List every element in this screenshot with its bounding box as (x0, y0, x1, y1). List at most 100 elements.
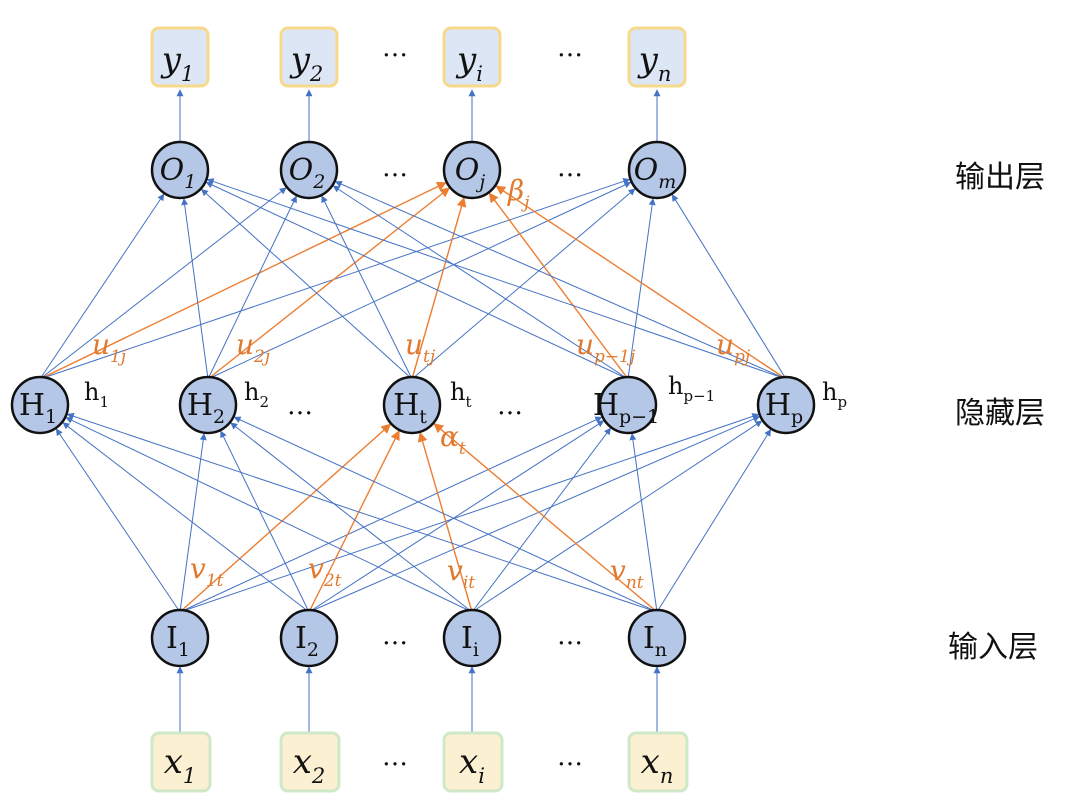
hidden-value-label: hp−1 (668, 372, 715, 405)
ellipsis-text: … (287, 391, 313, 421)
edge-h3-o1 (332, 185, 629, 380)
connection-edges (39, 178, 787, 613)
edge-i1-h4 (308, 415, 761, 613)
hidden-node-circle (178, 375, 238, 435)
edge-i0-h1 (179, 433, 207, 613)
hidden-node-label-sub: p−1 (619, 406, 659, 428)
hidden-value-label-sub: 2 (259, 393, 269, 411)
weight-u-label-sub: pj (734, 347, 751, 367)
alpha-label-sub: t (459, 439, 466, 459)
output-node-circle (627, 140, 687, 200)
output-y-label-sub: i (476, 62, 483, 86)
edge-i2-h4 (471, 420, 763, 613)
hidden-node-circle (756, 375, 816, 435)
weight-u-label-base: u (405, 328, 423, 361)
input-layer-label: 输入层 (948, 630, 1038, 665)
output-y-label: y1 (160, 40, 195, 86)
hidden-value-label-sub: p (837, 393, 847, 411)
input-x-label: x1 (164, 742, 197, 788)
hidden-node-label-base: H (765, 388, 791, 423)
weight-u-label: upj (716, 328, 751, 367)
edge-h2-o2 (411, 196, 467, 380)
hidden-node-label: Hp−1 (593, 388, 659, 428)
weight-v-label-sub: 2t (323, 571, 342, 591)
input-x-label: xi (459, 742, 485, 788)
weight-u-label: up−1j (576, 328, 636, 367)
hidden-value-label: h2 (244, 378, 269, 411)
edge-i2-h0 (65, 417, 473, 613)
edge-h1-o2 (207, 187, 451, 380)
weight-v-label-sub: it (463, 573, 475, 593)
output-layer-label: 输出层 (955, 160, 1045, 195)
hidden-node-label-base: H (187, 388, 213, 423)
edge-h4-o0 (206, 178, 787, 380)
output-node-label-sub: 2 (312, 171, 325, 193)
input-node-label: In (643, 621, 667, 661)
hidden-node-label: H2 (187, 388, 225, 428)
beta-label: βj (507, 174, 530, 213)
edge-h2-o3 (411, 188, 636, 380)
alpha-label-base: α (440, 420, 459, 453)
weight-u-label-sub: tj (423, 347, 436, 367)
hidden-layer-label: 隐藏层 (955, 396, 1045, 431)
edge-i2-h2 (417, 431, 473, 613)
hidden-value-label-base: h (84, 378, 99, 406)
input-x-label-base: x (641, 742, 660, 782)
edge-h3-o2 (488, 192, 629, 380)
input-x-label-base: x (293, 742, 312, 782)
weight-v-label-base: v (610, 554, 626, 587)
input-node-label-base: I (643, 621, 655, 656)
input-node-label: I1 (166, 621, 190, 661)
hidden-node-circle (10, 375, 70, 435)
hidden-node-label-sub: p (791, 406, 803, 428)
hidden-value-label: h1 (84, 378, 109, 411)
beta-label-base: β (507, 174, 524, 207)
input-node-circle (150, 608, 210, 668)
output-node-label: Oj (455, 153, 486, 193)
hidden-node-label-sub: 1 (45, 406, 57, 428)
output-y-label: yn (637, 40, 672, 86)
input-node-label: Ii (461, 621, 479, 661)
weight-u-label-sub: 1j (110, 347, 127, 367)
weight-u-label: utj (405, 328, 436, 367)
weight-u-label: u1j (92, 328, 127, 367)
edge-i3-h2 (433, 423, 658, 613)
input-node-circle (279, 608, 339, 668)
weight-v-label: vnt (610, 554, 644, 593)
hidden-node-label-base: H (593, 388, 619, 423)
input-x-label: x2 (293, 742, 326, 788)
output-node-label-base: O (455, 153, 480, 188)
output-y-label-base: y (160, 40, 182, 80)
input-x-box (150, 731, 212, 793)
input-node-label-sub: n (655, 639, 667, 661)
output-node-label-sub: m (658, 171, 676, 193)
ellipsis-text: … (382, 153, 408, 183)
hidden-value-label-sub: 1 (99, 393, 109, 411)
hidden-value-label: hp (822, 378, 847, 411)
output-node-label-sub: 1 (184, 171, 196, 193)
output-y-label: yi (455, 40, 483, 86)
output-node-label-sub: j (475, 171, 485, 193)
edge-i1-h2 (308, 430, 400, 613)
weight-v-label: vit (447, 554, 475, 593)
input-x-box (442, 731, 504, 793)
edge-i1-h0 (62, 422, 310, 613)
output-y-label-base: y (455, 40, 477, 80)
input-x-label-base: x (459, 742, 478, 782)
hidden-value-label-base: h (244, 378, 259, 406)
input-node-label-base: I (461, 621, 473, 656)
output-node-circle (442, 140, 502, 200)
weight-v-label-sub: nt (626, 573, 644, 593)
output-node-label: Om (634, 153, 677, 193)
hidden-value-label-base: h (822, 378, 837, 406)
edge-h3-o3 (627, 198, 656, 380)
output-y-box (150, 26, 210, 88)
edge-h1-o1 (207, 195, 297, 380)
edge-h4-o1 (334, 180, 787, 380)
weight-u-label-base: u (576, 328, 594, 361)
weight-u-label-sub: p−1j (594, 347, 636, 367)
weight-v-label: v1t (190, 552, 224, 591)
